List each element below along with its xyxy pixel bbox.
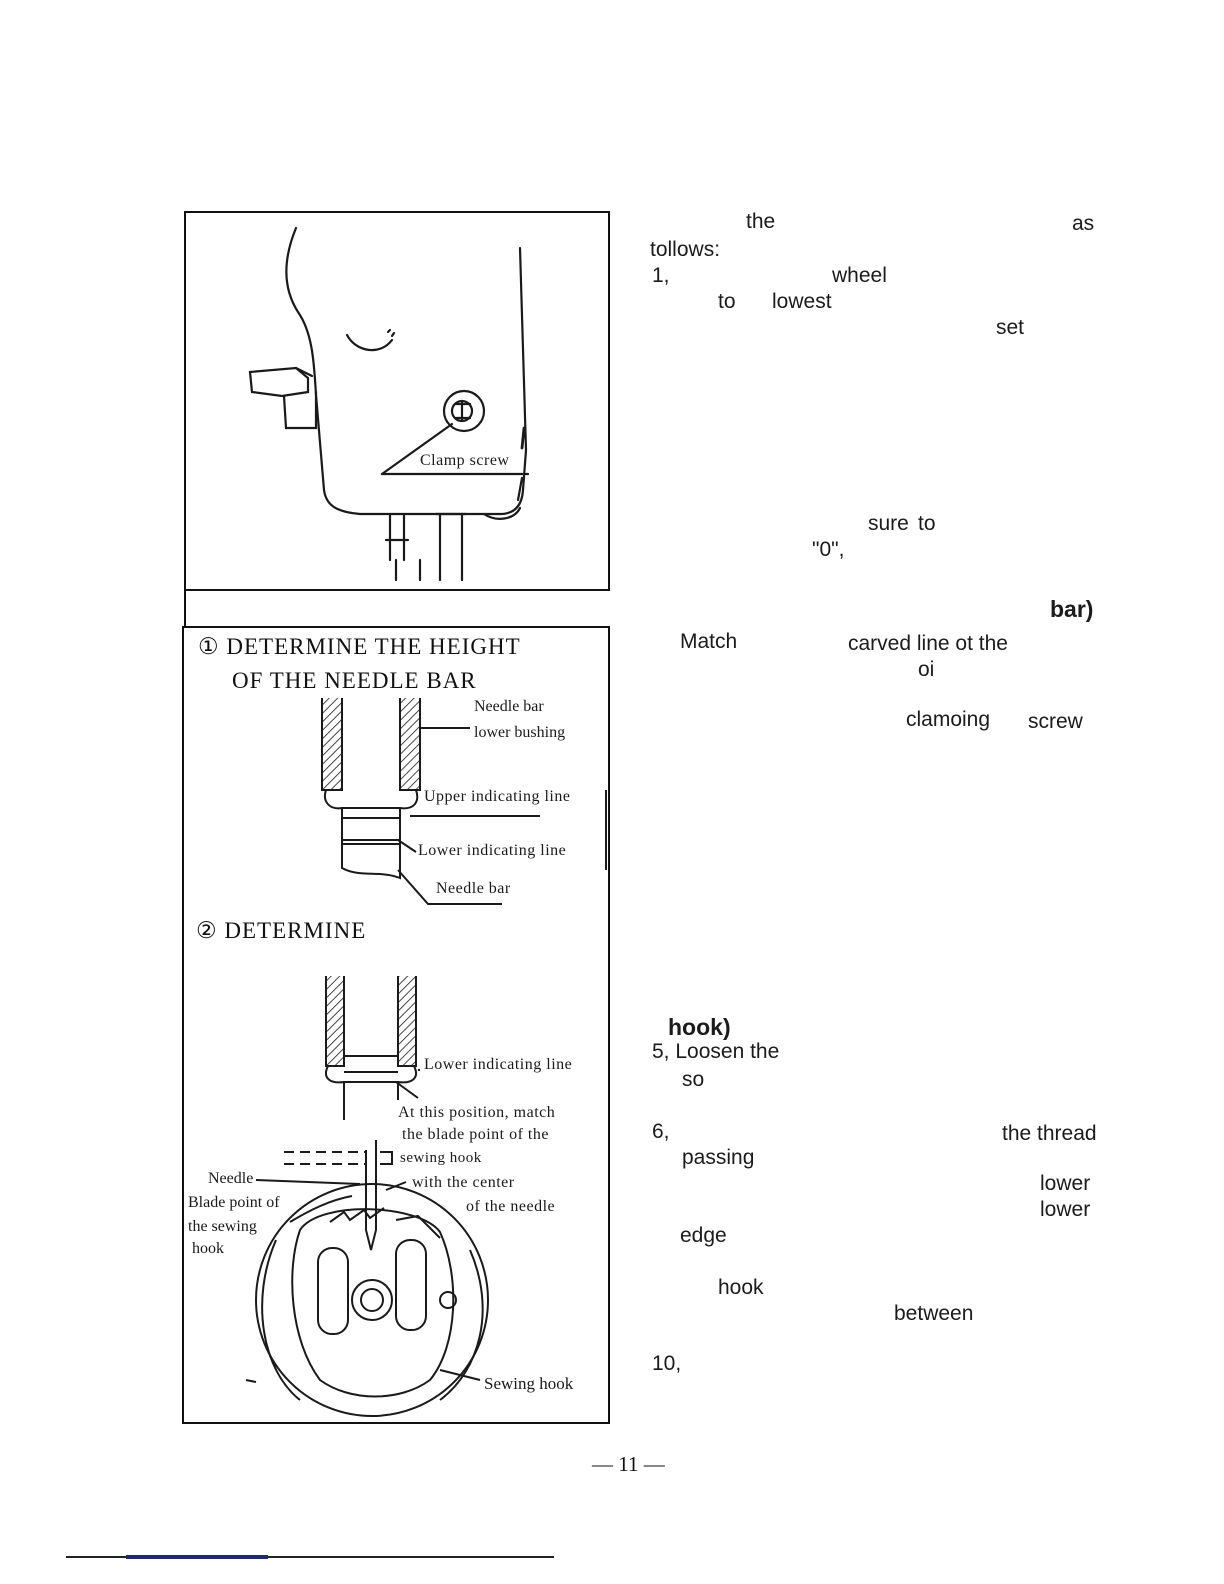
note-with-center: with the center xyxy=(412,1174,515,1191)
text-the-thread: the thread xyxy=(1002,1122,1097,1145)
label-blade-point-3: hook xyxy=(192,1240,224,1257)
text-lower-2: lower xyxy=(1040,1198,1091,1221)
note-sewing-hook: sewing hook xyxy=(400,1150,482,1166)
footer-rule xyxy=(66,1556,554,1558)
text-sure: sure xyxy=(868,512,909,535)
text-between: between xyxy=(894,1302,974,1325)
text-loosen: 5, Loosen the xyxy=(652,1040,780,1063)
figure-top-panel xyxy=(184,211,610,591)
text-of: oi xyxy=(918,658,935,681)
label-lower-indicating-line-2: Lower indicating line xyxy=(424,1056,573,1073)
text-the: the xyxy=(746,210,776,233)
label-needle-bar-bushing: Needle bar xyxy=(474,698,544,715)
text-follows: tollows: xyxy=(650,238,721,261)
text-lowest: lowest xyxy=(772,290,832,313)
label-needle-bar-bushing-2: lower bushing xyxy=(474,724,566,741)
text-to: to xyxy=(718,290,736,313)
text-zero: "0", xyxy=(812,538,845,561)
text-set: set xyxy=(996,316,1025,339)
text-step-1: 1, xyxy=(652,264,670,287)
label-lower-indicating-line: Lower indicating line xyxy=(418,842,567,859)
text-hook-2: hook xyxy=(718,1276,764,1299)
text-edge: edge xyxy=(680,1224,727,1247)
text-step-6: 6, xyxy=(652,1120,670,1143)
text-step-10: 10, xyxy=(652,1352,682,1375)
text-wheel: wheel xyxy=(832,264,887,287)
label-blade-point: Blade point of xyxy=(188,1194,280,1211)
figure-bottom-panel xyxy=(182,626,610,1424)
text-match: Match xyxy=(680,630,738,653)
heading-needle-bar: OF THE NEEDLE BAR xyxy=(232,668,477,693)
label-sewing-hook: Sewing hook xyxy=(484,1374,574,1393)
text-passing: passing xyxy=(682,1146,755,1169)
text-to-2: to xyxy=(918,512,936,535)
text-hook: hook) xyxy=(668,1014,731,1040)
label-upper-indicating-line: Upper indicating line xyxy=(424,788,571,805)
label-needle: Needle xyxy=(208,1170,254,1187)
text-so: so xyxy=(682,1068,705,1091)
text-clamping: clamoing xyxy=(906,708,991,731)
text-carved-line: carved line ot the xyxy=(848,632,1008,655)
text-as: as xyxy=(1072,212,1095,235)
label-blade-point-2: the sewing xyxy=(188,1218,257,1235)
heading-determine-2: ② DETERMINE xyxy=(196,918,367,943)
text-lower-1: lower xyxy=(1040,1172,1091,1195)
label-clamp-screw: Clamp screw xyxy=(420,452,510,469)
text-screw: screw xyxy=(1028,710,1083,733)
note-of-needle: of the needle xyxy=(466,1198,556,1215)
text-bar: bar) xyxy=(1050,596,1094,622)
note-at-this-position: At this position, match xyxy=(398,1104,556,1121)
label-needle-bar: Needle bar xyxy=(436,880,511,897)
footer-rule-accent xyxy=(126,1555,268,1559)
note-blade-point: the blade point of the xyxy=(402,1126,549,1143)
panel-gap-line xyxy=(184,591,186,627)
page-number: — 11 — xyxy=(592,1452,665,1476)
heading-determine-height: ① DETERMINE THE HEIGHT xyxy=(198,634,521,659)
